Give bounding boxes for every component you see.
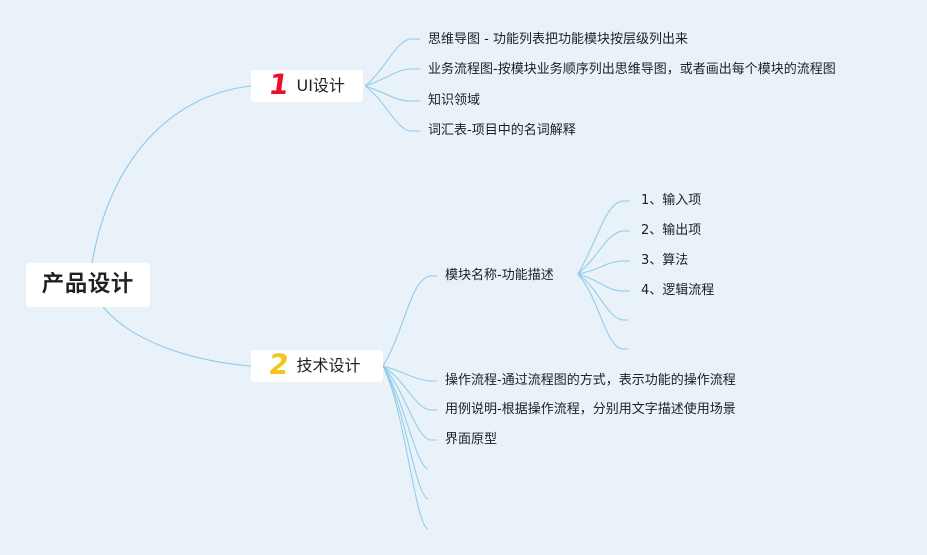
leaf-input-items[interactable]: 1、输入项: [641, 194, 701, 207]
leaf-knowledge-domain[interactable]: 知识领域: [428, 94, 480, 107]
leaf-label: 操作流程-通过流程图的方式，表示功能的操作流程: [445, 373, 736, 388]
leaf-label: 词汇表-项目中的名词解释: [428, 123, 576, 138]
connector-root-to-ui-design: [91, 85, 252, 264]
leaf-ui-prototype[interactable]: 界面原型: [445, 433, 497, 446]
leaf-logic-flow[interactable]: 4、逻辑流程: [641, 284, 714, 297]
connector-ui-child-2: [364, 68, 420, 87]
connector-ui-child-4: [364, 85, 420, 132]
leaf-use-case[interactable]: 用例说明-根据操作流程，分别用文字描述使用场景: [445, 403, 736, 416]
branch-tech-design[interactable]: 2 技术设计: [251, 348, 383, 382]
connector-root-to-tech-design: [102, 306, 252, 367]
leaf-label: 知识领域: [428, 93, 481, 108]
leaf-label: 1、输入项: [641, 193, 702, 208]
connector-module-child-6: [577, 273, 628, 350]
connector-tech-child-empty-3: [382, 365, 429, 530]
root-node[interactable]: 产品设计: [26, 263, 150, 307]
leaf-output-items[interactable]: 2、输出项: [641, 224, 701, 237]
connector-tech-child-empty-1: [382, 365, 429, 470]
connector-tech-child-flow: [382, 365, 437, 382]
leaf-label: 界面原型: [445, 432, 498, 447]
connector-tech-child-usecase: [382, 365, 437, 411]
leaf-module-name[interactable]: 模块名称-功能描述: [445, 269, 554, 282]
branch-label-tech-design: 技术设计: [296, 356, 361, 375]
connector-tech-child-module: [382, 275, 437, 367]
leaf-algorithm[interactable]: 3、算法: [641, 254, 688, 267]
connector-tech-child-prototype: [382, 365, 437, 441]
connector-module-child-1: [577, 200, 630, 275]
connector-module-child-5: [577, 273, 628, 321]
connector-module-child-3: [577, 260, 630, 275]
leaf-glossary[interactable]: 词汇表-项目中的名词解释: [428, 124, 576, 137]
connector-ui-child-1: [364, 38, 420, 87]
branch-number-2: 2: [266, 348, 291, 381]
leaf-label: 模块名称-功能描述: [445, 268, 554, 283]
connector-tech-child-empty-2: [382, 365, 429, 500]
branch-label-ui-design: UI设计: [296, 76, 345, 95]
leaf-operation-flow[interactable]: 操作流程-通过流程图的方式，表示功能的操作流程: [445, 374, 736, 387]
connector-module-child-2: [577, 230, 630, 275]
branch-ui-design[interactable]: 1 UI设计: [251, 68, 363, 102]
leaf-label: 思维导图 - 功能列表把功能模块按层级列出来: [428, 32, 688, 47]
root-label: 产品设计: [41, 272, 134, 297]
branch-number-1: 1: [266, 68, 291, 101]
leaf-label: 4、逻辑流程: [641, 283, 715, 298]
connector-module-child-4: [577, 273, 630, 292]
leaf-business-flowchart[interactable]: 业务流程图-按模块业务顺序列出思维导图，或者画出每个模块的流程图: [428, 63, 836, 76]
leaf-label: 3、算法: [641, 253, 689, 268]
leaf-mindmap[interactable]: 思维导图 - 功能列表把功能模块按层级列出来: [428, 33, 688, 46]
leaf-label: 2、输出项: [641, 223, 702, 238]
connector-ui-child-3: [364, 85, 420, 102]
leaf-label: 用例说明-根据操作流程，分别用文字描述使用场景: [445, 402, 736, 417]
leaf-label: 业务流程图-按模块业务顺序列出思维导图，或者画出每个模块的流程图: [428, 62, 836, 77]
